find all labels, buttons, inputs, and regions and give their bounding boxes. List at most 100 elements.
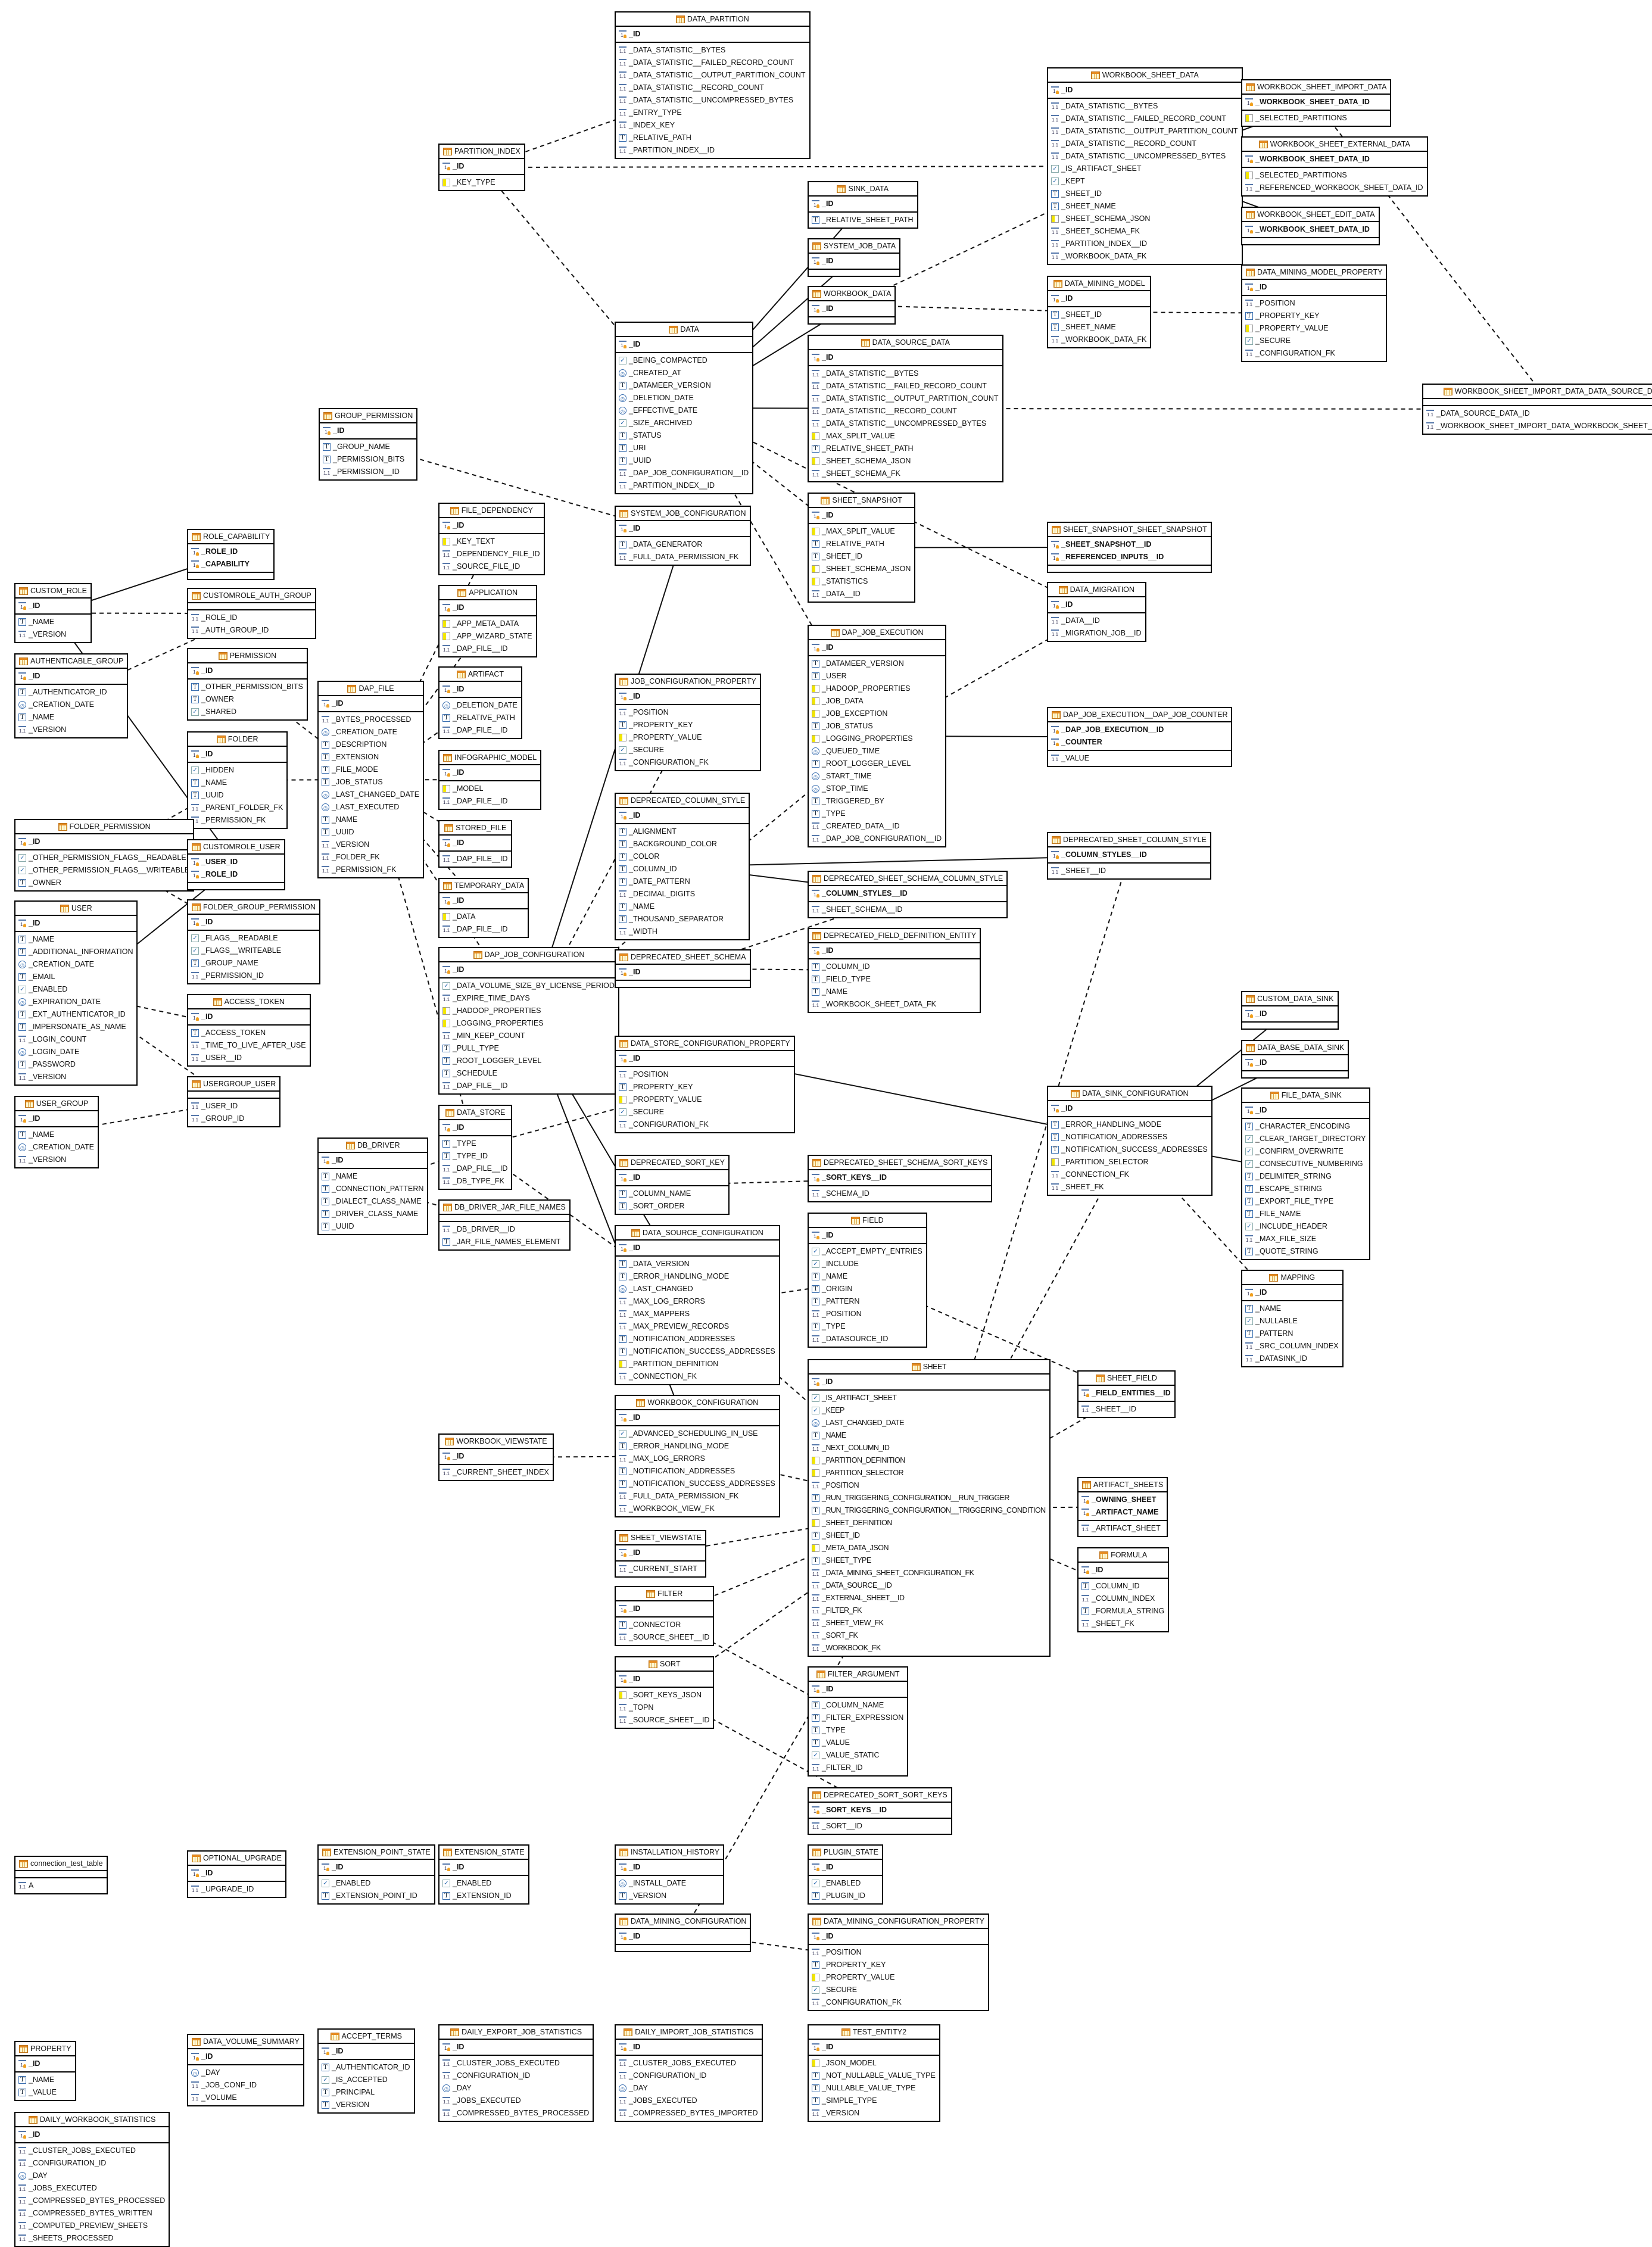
table-column[interactable]: _SHEET_ID	[809, 550, 914, 563]
table-column[interactable]: _COLUMN_NAME	[809, 1699, 907, 1712]
table-workbook-data[interactable]: WORKBOOK_DATA_ID	[808, 286, 896, 325]
table-artifact[interactable]: ARTIFACT_ID_DELETION_DATE_RELATIVE_PATH_…	[438, 666, 522, 739]
primary-key-column[interactable]: _DAP_JOB_EXECUTION__ID	[1048, 724, 1231, 736]
table-column[interactable]: _SOURCE_SHEET__ID	[616, 1714, 713, 1726]
primary-key-column[interactable]: _ID	[809, 2041, 939, 2053]
table-deprecated-sheet-schema-sort-keys[interactable]: DEPRECATED_SHEET_SCHEMA_SORT_KEYS_SORT_K…	[808, 1155, 993, 1202]
table-column[interactable]: _NAME	[15, 2074, 75, 2086]
table-column[interactable]: _DAP_FILE__ID	[440, 1080, 618, 1092]
primary-key-column[interactable]: _ID	[440, 519, 544, 532]
table-column[interactable]: _JOB_STATUS	[809, 720, 945, 733]
table-column[interactable]: _NOTIFICATION_ADDRESSES	[1048, 1131, 1211, 1143]
table-sheet-viewstate[interactable]: SHEET_VIEWSTATE_ID_CURRENT_START	[615, 1530, 707, 1578]
table-customrole-auth-group[interactable]: CUSTOMROLE_AUTH_GROUP_ROLE_ID_AUTH_GROUP…	[187, 588, 316, 639]
table-column[interactable]: _ENABLED	[440, 1877, 528, 1890]
table-header[interactable]: DATA_MINING_CONFIGURATION	[616, 1915, 750, 1929]
table-column[interactable]: _DESCRIPTION	[319, 738, 423, 751]
table-column[interactable]: _FLAGS__WRITEABLE	[188, 945, 319, 957]
table-header[interactable]: DAP_FILE	[319, 682, 423, 696]
table-artifact-sheets[interactable]: ARTIFACT_SHEETS_OWNING_SHEET_ARTIFACT_NA…	[1077, 1477, 1168, 1537]
table-column[interactable]: _FORMULA_STRING	[1079, 1605, 1168, 1618]
table-data-source-configuration[interactable]: DATA_SOURCE_CONFIGURATION_ID_DATA_VERSIO…	[615, 1225, 780, 1385]
table-column[interactable]: _PERMISSION_BITS	[320, 453, 416, 466]
table-column[interactable]: _SECURE	[809, 1984, 988, 1996]
table-column[interactable]: _USER__ID	[188, 1052, 310, 1064]
table-column[interactable]: _ERROR_HANDLING_MODE	[1048, 1118, 1211, 1131]
primary-key-column[interactable]: _ID	[319, 2045, 414, 2058]
table-column[interactable]: _GROUP_NAME	[188, 957, 319, 970]
primary-key-column[interactable]: _ID	[15, 917, 136, 930]
table-column[interactable]: _TIME_TO_LIVE_AFTER_USE	[188, 1039, 310, 1052]
table-column[interactable]: _COLUMN_ID	[809, 961, 980, 973]
primary-key-column[interactable]: _ID	[616, 1861, 723, 1874]
table-column[interactable]: _DATA__ID	[809, 588, 914, 600]
table-db-driver-jar-file-names[interactable]: DB_DRIVER_JAR_FILE_NAMES_DB_DRIVER__ID_J…	[438, 1199, 571, 1251]
table-column[interactable]: _CONFIGURATION_ID	[616, 2070, 762, 2082]
primary-key-column[interactable]: _ID	[15, 1112, 98, 1125]
primary-key-column[interactable]: _ID	[616, 2041, 762, 2053]
table-column[interactable]: _PERMISSION__ID	[320, 466, 416, 478]
table-folder-permission[interactable]: FOLDER_PERMISSION_ID_OTHER_PERMISSION_FL…	[14, 819, 195, 892]
primary-key-column[interactable]: _ID	[188, 2050, 303, 2063]
table-column[interactable]: _TYPE_ID	[440, 1150, 511, 1163]
table-column[interactable]: _CONFIRM_OVERWRITE	[1242, 1145, 1369, 1158]
table-field[interactable]: FIELD_ID_ACCEPT_EMPTY_ENTRIES_INCLUDE_NA…	[808, 1213, 927, 1348]
primary-key-column[interactable]: _FIELD_ENTITIES__ID	[1079, 1387, 1174, 1400]
table-column[interactable]: _JOB_DATA	[809, 695, 945, 708]
primary-key-column[interactable]: _ID	[809, 1376, 1049, 1388]
primary-key-column[interactable]: _ID	[1242, 1286, 1342, 1299]
table-column[interactable]: _NULLABLE_VALUE_TYPE	[809, 2082, 939, 2095]
table-column[interactable]: _NAME	[15, 711, 127, 724]
table-column[interactable]: _PROPERTY_VALUE	[809, 1971, 988, 1984]
table-header[interactable]: FORMULA	[1079, 1548, 1168, 1563]
table-column[interactable]: _EMAIL	[15, 971, 136, 983]
table-column[interactable]: _SECURE	[1242, 335, 1386, 347]
table-header[interactable]: FOLDER	[188, 733, 287, 747]
table-column[interactable]: _WORKBOOK_DATA_FK	[1048, 334, 1150, 346]
primary-key-column[interactable]: _ID	[809, 509, 914, 522]
table-column[interactable]: _CONFIGURATION_FK	[809, 1996, 988, 2009]
table-data-store[interactable]: DATA_STORE_ID_TYPE_TYPE_ID_DAP_FILE__ID_…	[438, 1105, 513, 1190]
table-permission[interactable]: PERMISSION_ID_OTHER_PERMISSION_BITS_OWNE…	[187, 648, 308, 721]
table-application[interactable]: APPLICATION_ID_APP_META_DATA_APP_WIZARD_…	[438, 585, 537, 657]
primary-key-column[interactable]: _ID	[15, 600, 91, 612]
primary-key-column[interactable]: _WORKBOOK_SHEET_DATA_ID	[1242, 223, 1379, 236]
table-column[interactable]: _DATA_STATISTIC__OUTPUT_PARTITION_COUNT	[616, 69, 809, 82]
table-column[interactable]: _SHEET__ID	[1079, 1403, 1174, 1416]
primary-key-column[interactable]: _ID	[1242, 1104, 1369, 1117]
primary-key-column[interactable]: _ID	[188, 665, 307, 677]
table-column[interactable]: _NAME	[15, 1129, 98, 1141]
table-header[interactable]: FILTER_ARGUMENT	[809, 1668, 908, 1682]
table-column[interactable]: _POSITION	[1242, 297, 1386, 310]
primary-key-column[interactable]: _ID	[616, 809, 749, 822]
primary-key-column[interactable]: _ROLE_ID	[188, 868, 284, 881]
primary-key-column[interactable]: _ID	[809, 198, 917, 210]
table-column[interactable]: _VALUE	[1048, 752, 1231, 765]
table-column[interactable]: _LOGGING_PROPERTIES	[440, 1017, 618, 1030]
table-dap-job-execution[interactable]: DAP_JOB_EXECUTION_ID_DATAMEER_VERSION_US…	[808, 625, 947, 847]
table-deprecated-column-style[interactable]: DEPRECATED_COLUMN_STYLE_ID_ALIGNMENT_BAC…	[615, 793, 750, 940]
table-column[interactable]: _CONNECTION_FK	[616, 1370, 779, 1383]
table-header[interactable]: PLUGIN_STATE	[809, 1846, 882, 1860]
table-column[interactable]: _TOPN	[616, 1701, 713, 1714]
table-column[interactable]: _FILE_MODE	[319, 763, 423, 776]
table-column[interactable]: _FILTER_EXPRESSION	[809, 1712, 907, 1724]
primary-key-column[interactable]: _ID	[809, 945, 980, 957]
table-column[interactable]: _MIN_KEEP_COUNT	[440, 1030, 618, 1042]
table-column[interactable]: _HADOOP_PROPERTIES	[440, 1005, 618, 1017]
table-column[interactable]: _NAME	[15, 616, 91, 628]
table-extension-point-state[interactable]: EXTENSION_POINT_STATE_ID_ENABLED_EXTENSI…	[317, 1844, 435, 1905]
table-header[interactable]: WORKBOOK_SHEET_EDIT_DATA	[1242, 208, 1379, 222]
table-column[interactable]: _DAY	[616, 2082, 762, 2095]
table-column[interactable]: _COMPUTED_PREVIEW_SHEETS	[15, 2220, 169, 2232]
table-sink-data[interactable]: SINK_DATA_ID_RELATIVE_SHEET_PATH	[808, 181, 918, 229]
table-header[interactable]: SINK_DATA	[809, 182, 917, 197]
table-column[interactable]: _NAME	[1242, 1302, 1342, 1315]
table-column[interactable]: _COMPRESSED_BYTES_PROCESSED	[15, 2195, 169, 2207]
table-column[interactable]: _POSITION	[809, 1308, 926, 1320]
table-db-driver[interactable]: DB_DRIVER_ID_NAME_CONNECTION_PATTERN_DIA…	[317, 1137, 429, 1235]
table-header[interactable]: EXTENSION_STATE	[440, 1846, 528, 1860]
table-header[interactable]: PERMISSION	[188, 649, 307, 663]
table-data-sink-configuration[interactable]: DATA_SINK_CONFIGURATION_ID_ERROR_HANDLIN…	[1047, 1086, 1212, 1196]
table-column[interactable]: _EXPORT_FILE_TYPE	[1242, 1195, 1369, 1208]
